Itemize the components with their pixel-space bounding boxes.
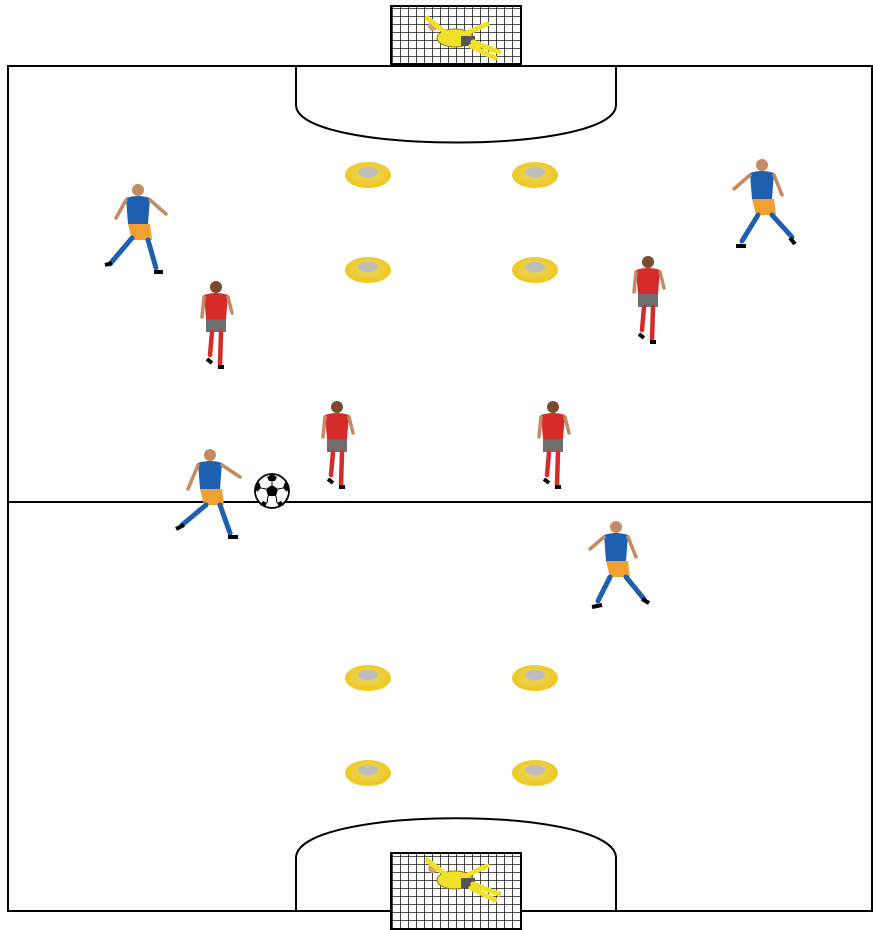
cone <box>512 162 558 188</box>
soccer-ball-icon <box>255 474 289 508</box>
cone <box>512 760 558 786</box>
cone <box>345 760 391 786</box>
cone <box>345 162 391 188</box>
cone <box>345 257 391 283</box>
cone <box>345 665 391 691</box>
bottom-goal <box>391 853 521 929</box>
cone <box>512 665 558 691</box>
cone <box>512 257 558 283</box>
